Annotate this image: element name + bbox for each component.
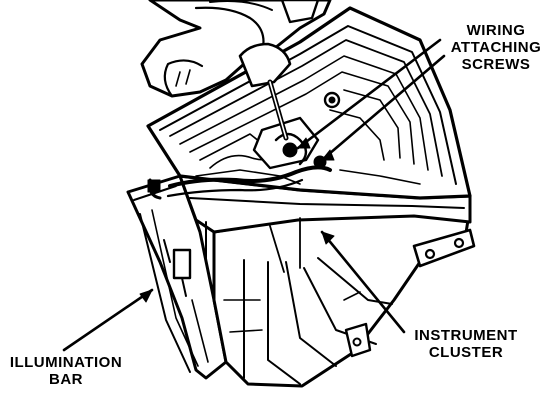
label-line: ATTACHING [450,39,542,56]
illumination-bar-leader [62,288,154,352]
wiring-screws-leader [296,38,446,162]
label-line: ILLUMINATION [9,354,123,371]
instrument-cluster-label: INSTRUMENT CLUSTER [404,327,528,361]
label-line: INSTRUMENT [414,327,518,344]
cluster-top-housing [146,6,472,200]
wiring-attaching-screws-label: WIRING ATTACHING SCREWS [440,22,552,73]
hand-with-screwdriver [140,0,332,141]
right-mounting-bracket [412,228,476,268]
instrument-cluster-leader [320,230,406,334]
label-line: WIRING [466,22,526,39]
label-line: CLUSTER [428,344,504,361]
label-line: BAR [49,371,83,388]
label-line: SCREWS [461,56,531,73]
illumination-bar-label: ILLUMINATION BAR [0,354,132,388]
